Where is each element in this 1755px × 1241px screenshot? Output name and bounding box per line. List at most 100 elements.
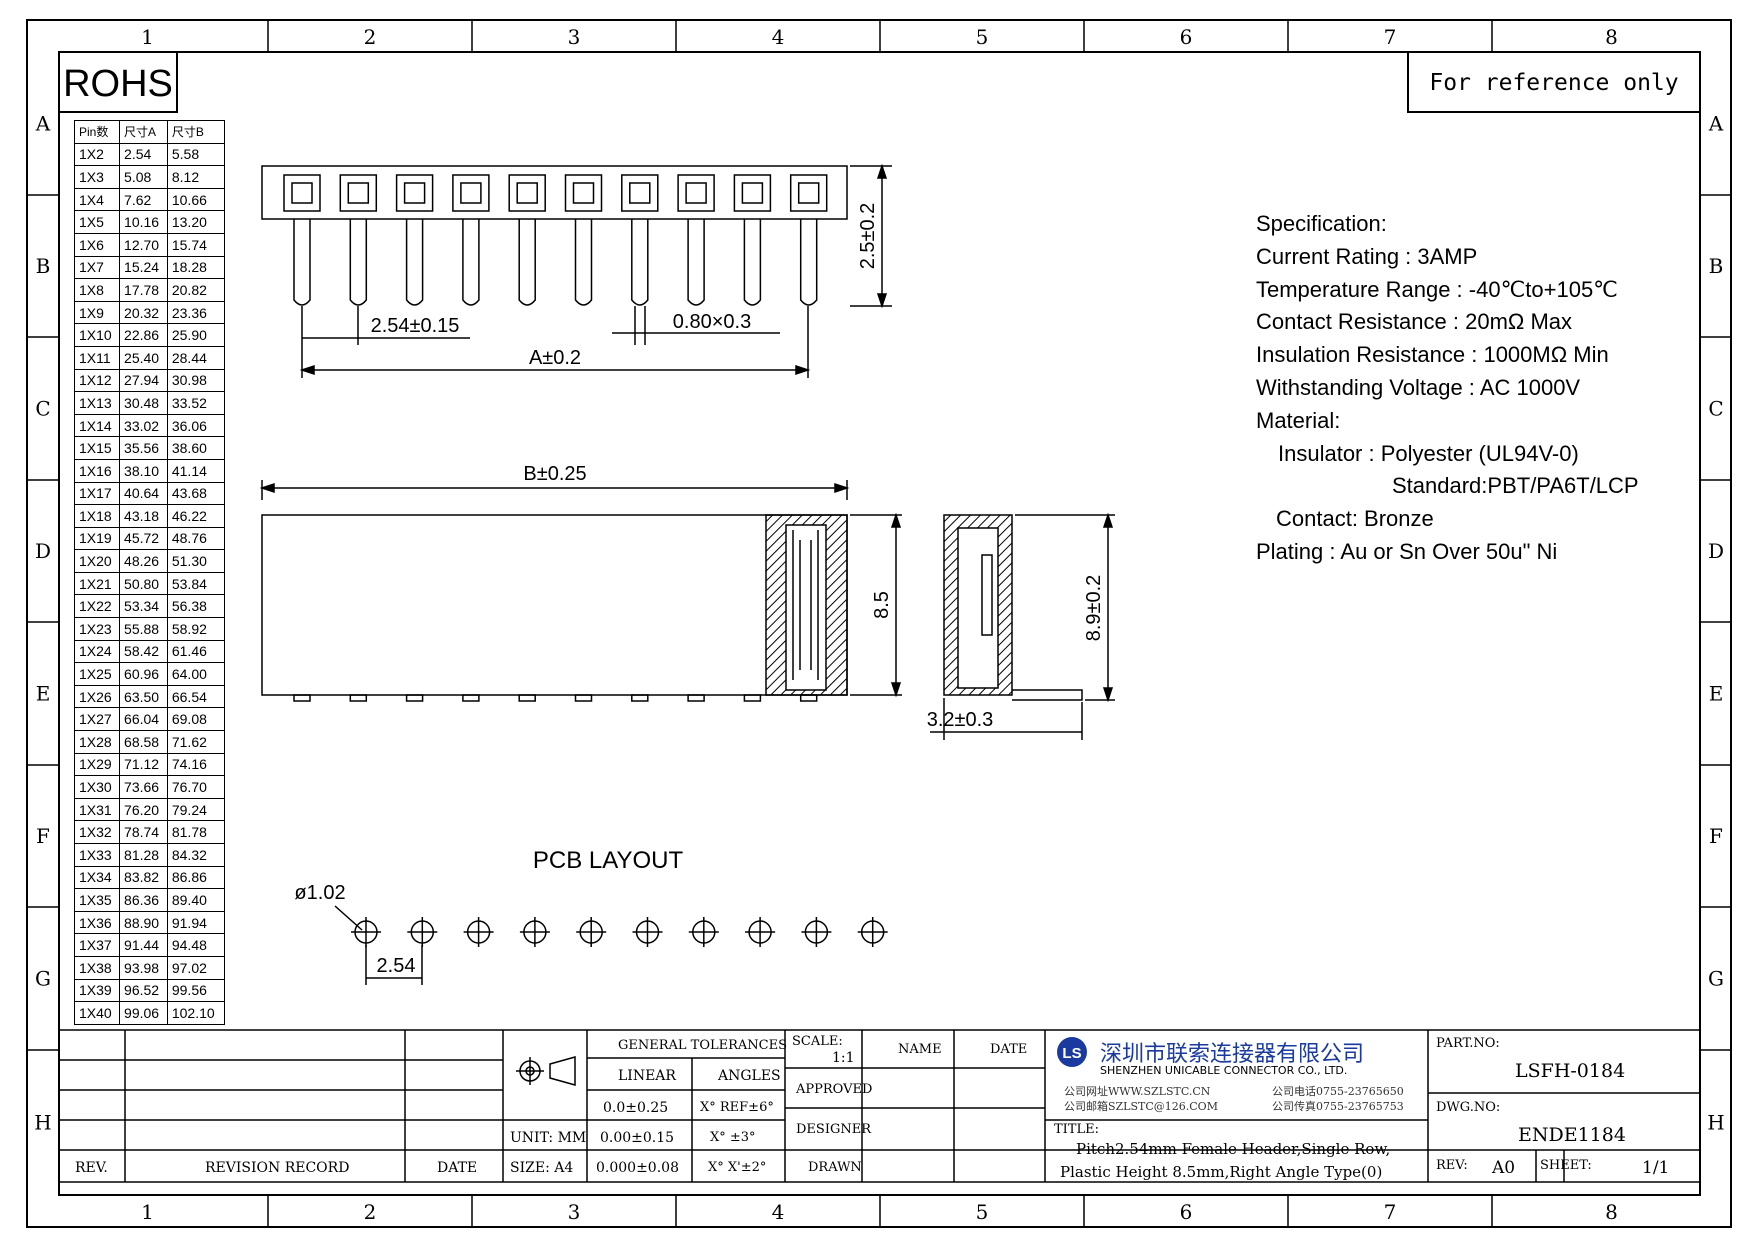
zone-row-label: H: [34, 1111, 51, 1135]
spec-line: Standard:PBT/PA6T/LCP: [1392, 473, 1639, 499]
pin-cavity-outer: [508, 174, 546, 212]
pin-cavity-outer: [395, 174, 434, 212]
table-cell: 1X4: [73, 187, 121, 212]
dwg-no-label: DWG.NO:: [1436, 1100, 1501, 1115]
pin: [743, 219, 762, 306]
pin: [405, 219, 424, 306]
pin-cavity-inner: [797, 182, 820, 204]
table-cell: 1X14: [73, 413, 121, 438]
rohs-box: [58, 51, 178, 113]
pin-tail: [349, 694, 368, 702]
table-cell: 1X24: [73, 639, 121, 664]
table-cell: 20.32: [119, 300, 168, 325]
table-cell: 38.10: [119, 458, 168, 483]
front-view: [261, 163, 892, 378]
pin-cavity-outer: [621, 174, 659, 212]
table-cell: 36.06: [166, 413, 226, 438]
company-website: 公司网址WWW.SZLSTC.CN: [1064, 1085, 1211, 1098]
part-no-label: PART.NO:: [1436, 1036, 1500, 1051]
zone-row-label: C: [1708, 397, 1723, 421]
dim-b: B±0.25: [523, 463, 586, 485]
tolerance-linear-2: 0.00±0.15: [600, 1130, 675, 1146]
table-cell: 1X21: [73, 571, 121, 596]
table-cell: 1X10: [73, 323, 121, 347]
zone-column-label: 5: [976, 1200, 989, 1224]
table-cell: 1X6: [73, 232, 121, 257]
zone-column-label: 6: [1180, 1200, 1193, 1224]
table-cell: 1X36: [73, 910, 121, 935]
pin-cavity-outer: [677, 174, 715, 212]
table-cell: 27.94: [119, 368, 168, 393]
table-cell: 1X3: [73, 165, 121, 189]
table-cell: 1X11: [73, 345, 121, 370]
table-cell: 84.32: [166, 843, 226, 867]
spec-line: Temperature Range : -40℃to+105℃: [1256, 276, 1618, 302]
sheet-value: 1/1: [1642, 1158, 1670, 1178]
zone-column-label: 4: [772, 25, 785, 49]
dwg-no-value: ENDE1184: [1518, 1124, 1626, 1146]
scale-value: 1:1: [832, 1050, 855, 1066]
table-cell: 7.62: [119, 187, 168, 212]
table-cell: 18.28: [166, 255, 226, 280]
reference-note: For reference only: [1429, 70, 1678, 96]
linear-label: LINEAR: [618, 1068, 676, 1084]
spec-line: Contact Resistance : 20mΩ Max: [1256, 309, 1573, 335]
dim-a: A±0.2: [529, 347, 581, 369]
table-cell: 66.54: [166, 684, 226, 709]
zone-column-label: 2: [364, 25, 377, 49]
table-cell: 1X23: [73, 617, 121, 641]
projection-symbol-icon: [516, 1056, 576, 1086]
size-label: SIZE: A4: [510, 1160, 574, 1176]
pin-cavity-inner: [741, 182, 764, 204]
pin-cavity-inner: [291, 182, 313, 204]
table-cell: 1X38: [73, 955, 121, 980]
pin-tail: [687, 694, 705, 702]
table-cell: 91.44: [119, 933, 168, 957]
table-cell: 55.88: [119, 617, 168, 641]
zone-row-label: A: [35, 112, 51, 136]
rev-header: REV.: [75, 1160, 108, 1176]
zone-row-label: E: [36, 682, 51, 706]
pin-cavity-outer: [283, 174, 321, 212]
table-cell: 81.28: [119, 843, 168, 867]
table-cell: 1X13: [73, 391, 121, 415]
table-cell: 94.48: [166, 933, 226, 957]
tolerance-linear-3: 0.000±0.08: [596, 1160, 679, 1176]
table-cell: 1X39: [73, 978, 121, 1003]
table-cell: 23.36: [166, 300, 226, 325]
table-cell: 41.14: [166, 458, 226, 483]
company-name-cn: 深圳市联索连接器有限公司: [1100, 1042, 1365, 1067]
table-header: Pin数: [73, 120, 121, 144]
pin: [799, 219, 818, 306]
revision-record-header: REVISION RECORD: [205, 1160, 350, 1176]
table-cell: 1X19: [73, 526, 121, 551]
table-cell: 38.60: [166, 436, 226, 460]
pin-cavity-inner: [572, 182, 595, 204]
company-email: 公司邮箱SZLSTC@126.COM: [1064, 1100, 1218, 1113]
table-cell: 53.84: [166, 571, 226, 596]
table-cell: 60.96: [119, 662, 168, 686]
company-name-en: SHENZHEN UNICABLE CONNECTOR CO., LTD.: [1100, 1064, 1348, 1077]
table-cell: 5.08: [119, 165, 168, 189]
zone-row-label: D: [35, 539, 51, 563]
zone-row-label: C: [35, 397, 50, 421]
pin-cavity-outer: [452, 174, 490, 212]
table-cell: 1X33: [73, 843, 121, 867]
table-cell: 1X5: [73, 210, 121, 234]
overall-height-dim: 8.9±0.2: [1083, 575, 1105, 642]
table-cell: 48.26: [119, 549, 168, 573]
table-cell: 1X25: [73, 662, 121, 686]
pin-cavity-inner: [516, 182, 538, 204]
